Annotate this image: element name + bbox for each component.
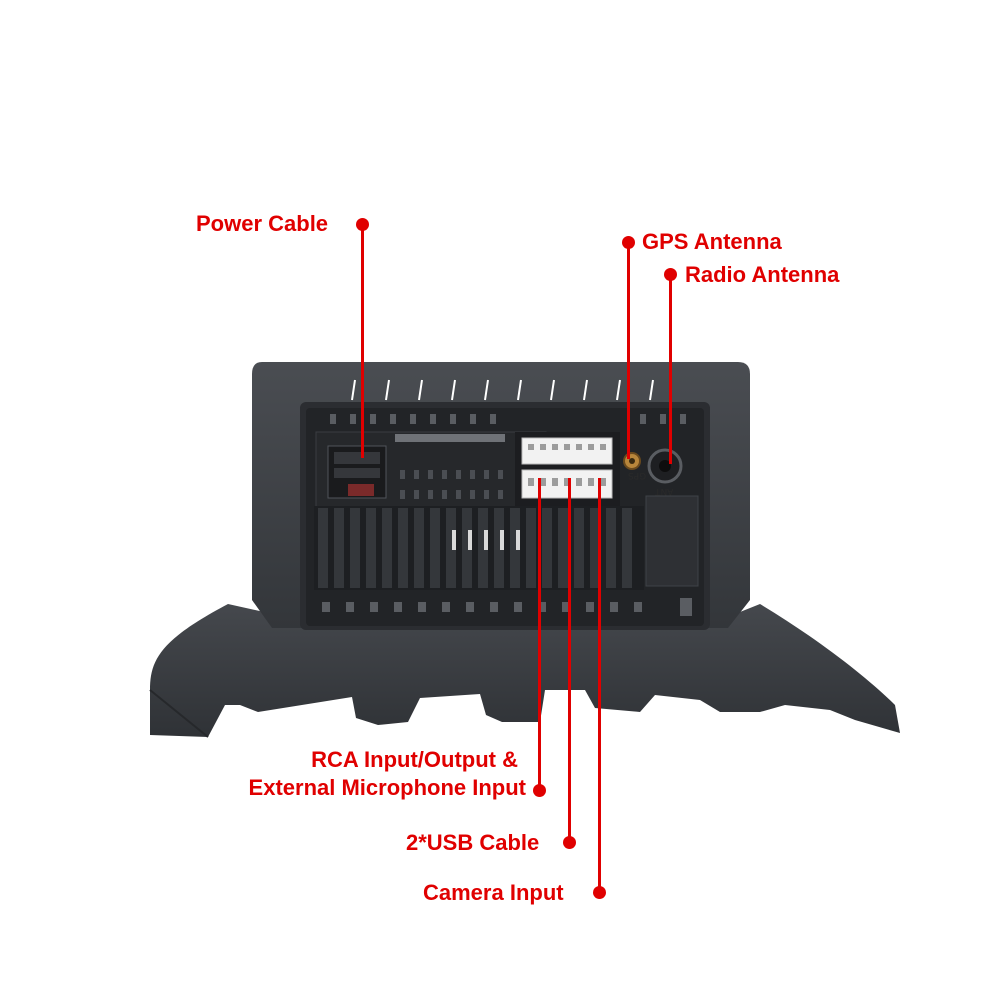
gps-port-marking: GPS xyxy=(628,470,647,480)
camera-label: Camera Input xyxy=(423,880,564,905)
power-cable-label: Power Cable xyxy=(196,211,329,236)
rca-label-line2: External Microphone Input xyxy=(248,775,526,800)
camera-leader-line xyxy=(598,478,601,892)
power-connector xyxy=(327,445,387,499)
bottom-slots xyxy=(322,598,692,616)
power-cable-dot xyxy=(356,218,369,231)
white-connector-block xyxy=(515,432,620,512)
gps-antenna-leader-line xyxy=(627,242,630,459)
side-block xyxy=(645,495,699,587)
usb-dot xyxy=(563,836,576,849)
usb-leader-line xyxy=(568,478,571,842)
ant-port-marking: ANT xyxy=(655,486,674,496)
heatsink-fins xyxy=(314,506,644,590)
radio-antenna-dot xyxy=(664,268,677,281)
rca-label-line1: RCA Input/Output & xyxy=(311,747,518,772)
rca-dot xyxy=(533,784,546,797)
power-cable-leader-line xyxy=(361,224,364,458)
lower-mounting-frame xyxy=(150,604,900,737)
gps-antenna-dot xyxy=(622,236,635,249)
usb-label: 2*USB Cable xyxy=(406,830,540,855)
gps-antenna-label: GPS Antenna xyxy=(642,229,782,254)
radio-antenna-leader-line xyxy=(669,274,672,464)
rca-leader-line xyxy=(538,478,541,790)
top-slots xyxy=(330,414,686,424)
rca-label: RCA Input/Output & External Microphone I… xyxy=(212,747,526,801)
camera-dot xyxy=(593,886,606,899)
radio-antenna-label: Radio Antenna xyxy=(685,262,840,287)
ant-port xyxy=(647,448,683,484)
top-vent-tabs xyxy=(351,379,654,401)
